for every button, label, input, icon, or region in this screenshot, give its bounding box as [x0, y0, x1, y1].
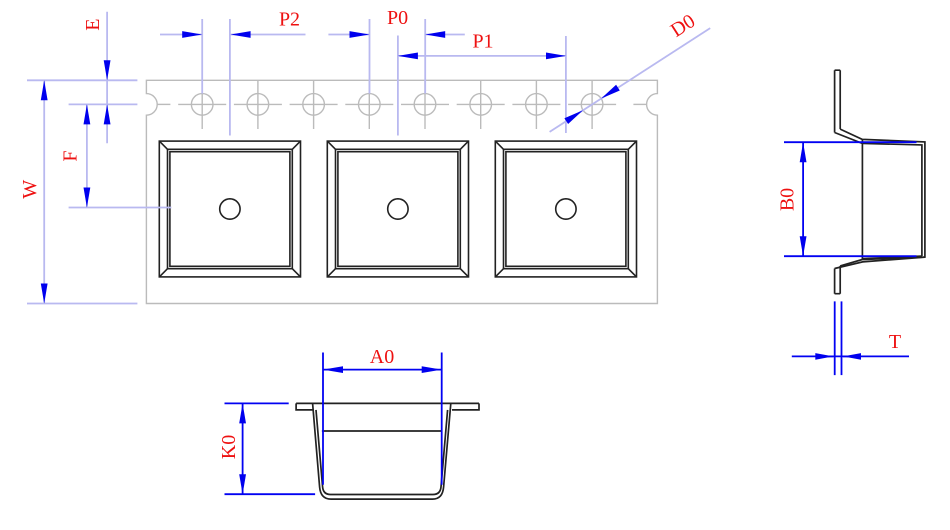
svg-text:W: W: [19, 180, 41, 199]
svg-text:P2: P2: [279, 8, 300, 30]
svg-text:P0: P0: [387, 7, 408, 29]
svg-text:F: F: [59, 150, 81, 161]
svg-text:E: E: [82, 19, 104, 31]
svg-text:K0: K0: [218, 435, 240, 459]
svg-text:B0: B0: [776, 188, 798, 211]
svg-text:A0: A0: [370, 346, 394, 368]
svg-text:P1: P1: [472, 30, 493, 52]
svg-text:T: T: [889, 331, 901, 353]
